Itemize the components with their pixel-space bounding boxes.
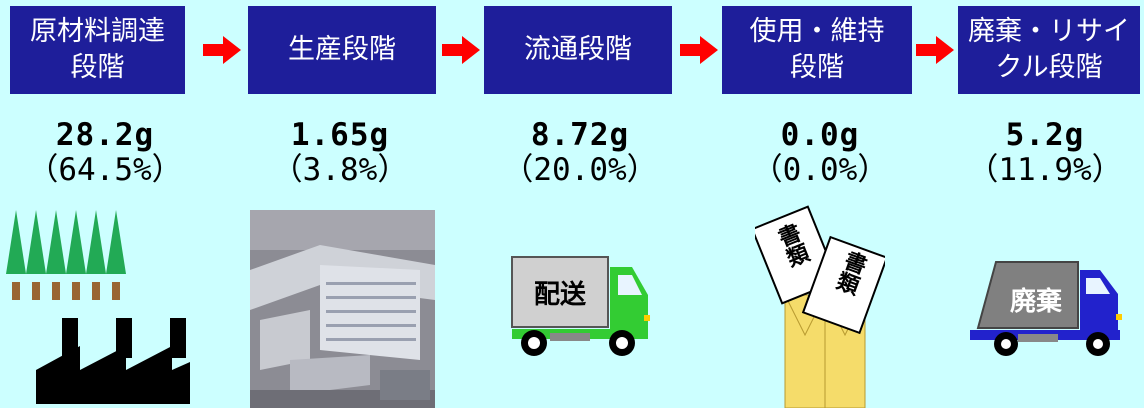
forest-icon (6, 210, 126, 300)
stage-label-line2: クル段階 (995, 52, 1103, 83)
arrow-right-icon (680, 36, 718, 64)
waste-truck-label: 廃棄 (1010, 286, 1063, 317)
stage-value: 8.72g （20.0%） (480, 118, 680, 187)
stage-label-line2: 段階 (790, 52, 844, 83)
stage-production: 生産段階 (248, 6, 436, 94)
stage-use-maintenance: 使用・維持段階 (722, 6, 912, 94)
emission-percent: （0.0%） (751, 151, 889, 188)
emission-amount: 28.2g (55, 117, 155, 153)
envelope-documents-icon: 書類 書類 (755, 205, 885, 408)
stage-disposal-recycling: 廃棄・リサイクル段階 (958, 6, 1140, 94)
stage-label-line1: 流通段階 (524, 34, 632, 66)
delivery-truck-icon: 配送 (511, 256, 650, 356)
emission-percent: （11.9%） (967, 151, 1123, 188)
arrow-right-icon (442, 36, 480, 64)
stage-value: 5.2g （11.9%） (950, 118, 1140, 187)
emission-amount: 5.2g (1005, 117, 1085, 153)
truck-label: 配送 (534, 280, 586, 310)
emission-percent: （20.0%） (502, 151, 658, 188)
stage-distribution: 流通段階 (484, 6, 672, 94)
arrow-right-icon (203, 36, 241, 64)
waste-truck-icon: 廃棄 (970, 261, 1122, 356)
emission-amount: 8.72g (530, 117, 630, 153)
stage-value: 0.0g （0.0%） (720, 118, 920, 187)
stage-label-line2: 段階 (70, 52, 125, 83)
stage-raw-materials: 原材料調達段階 (10, 6, 185, 94)
stage-label-line1: 原材料調達 (30, 16, 165, 48)
stage-label-line1: 使用・維持 (749, 16, 885, 48)
stage-value: 28.2g （64.5%） (10, 118, 200, 187)
arrow-right-icon (916, 36, 954, 64)
factory-aerial-photo (250, 210, 435, 408)
emission-amount: 1.65g (290, 117, 390, 153)
emission-amount: 0.0g (780, 117, 860, 153)
stage-value: 1.65g （3.8%） (240, 118, 440, 187)
emission-percent: （64.5%） (27, 151, 183, 188)
factory-icon (36, 318, 190, 404)
stage-label-line1: 廃棄・リサイ (968, 16, 1130, 48)
stage-label-line1: 生産段階 (288, 34, 396, 66)
emission-percent: （3.8%） (271, 151, 409, 188)
